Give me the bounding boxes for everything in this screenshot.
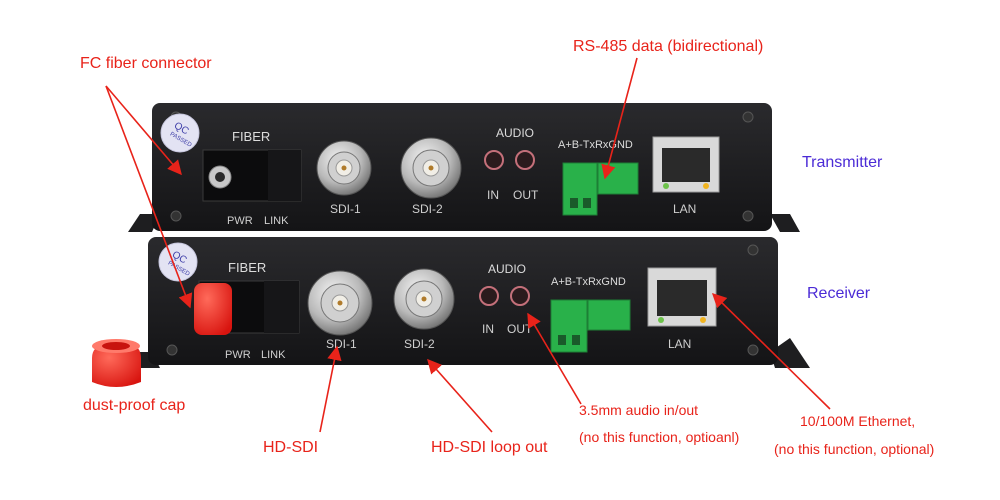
dust-proof-cap-object: [92, 339, 141, 387]
audio-label: AUDIO: [488, 262, 526, 276]
receiver-unit: QC PASSED FIBER PWR LINK SDI-1 SDI-2 AUD…: [128, 237, 810, 368]
annotation-arrow: [427, 358, 493, 433]
annotation-arrow: [105, 85, 193, 309]
audio-out-label: OUT: [513, 188, 539, 202]
transmitter-label: Transmitter: [802, 154, 883, 171]
receiver-label: Receiver: [807, 285, 871, 302]
audio-in-jack: [484, 150, 504, 170]
audio-label: AUDIO: [496, 126, 534, 140]
ethernet-annotation-line2: (no this function, optional): [774, 441, 934, 457]
lan-label: LAN: [673, 202, 696, 216]
qc-sticker-icon: QC PASSED: [160, 113, 200, 153]
sdi2-label: SDI-2: [404, 337, 435, 351]
audio-out-jack: [515, 150, 535, 170]
terminal-block-plug: [550, 299, 588, 353]
status-leds: [268, 150, 301, 201]
lan-label: LAN: [668, 337, 691, 351]
audio-annotation-line2: (no this function, optioanl): [579, 429, 739, 445]
sdi1-label: SDI-1: [330, 202, 361, 216]
ethernet-annotation-line1: 10/100M Ethernet,: [800, 413, 915, 429]
bnc-connector-icon: [400, 137, 462, 199]
annotation-arrow: [319, 345, 342, 433]
sdi1-label: SDI-1: [326, 337, 357, 351]
fc-fiber-annotation: FC fiber connector: [80, 55, 212, 72]
link-label: LINK: [261, 349, 286, 361]
annotation-arrow: [711, 292, 831, 410]
audio-in-label: IN: [487, 188, 499, 202]
pwr-label: PWR: [225, 349, 251, 361]
fiber-label: FIBER: [232, 129, 270, 144]
annotation-arrow: [105, 57, 831, 433]
terminal-block-socket: [587, 299, 631, 331]
audio-in-jack: [479, 286, 499, 306]
audio-in-label: IN: [482, 322, 494, 336]
link-label: LINK: [264, 215, 289, 227]
right-flange: [770, 214, 800, 232]
bnc-connector-icon: [393, 268, 455, 330]
audio-out-jack: [510, 286, 530, 306]
terminal-block-plug: [562, 162, 598, 216]
dust-cap-annotation: dust-proof cap: [83, 397, 185, 414]
terminal-label: A+B-TxRxGND: [558, 139, 633, 151]
bnc-connector-icon: [316, 140, 372, 196]
audio-annotation-line1: 3.5mm audio in/out: [579, 402, 698, 418]
pwr-label: PWR: [227, 215, 253, 227]
annotation-arrow: [527, 312, 582, 405]
hd-sdi-loop-annotation: HD-SDI loop out: [431, 439, 548, 456]
terminal-block-socket: [597, 162, 639, 195]
rs485-annotation: RS-485 data (bidirectional): [573, 38, 763, 55]
annotation-arrow: [105, 85, 182, 176]
bnc-connector-icon: [307, 270, 373, 336]
receiver-chassis: [148, 237, 778, 365]
terminal-label: A+B-TxRxGND: [551, 276, 626, 288]
status-leds: [264, 281, 299, 333]
fc-port-red-cap: [194, 283, 232, 335]
fiber-label: FIBER: [228, 260, 266, 275]
annotation-arrow: [601, 57, 638, 180]
hd-sdi-annotation: HD-SDI: [263, 439, 318, 456]
sdi2-label: SDI-2: [412, 202, 443, 216]
transmitter-unit: QC PASSED FIBER PWR LINK SDI-1 SDI-2 AUD…: [128, 103, 800, 232]
audio-out-label: OUT: [507, 322, 533, 336]
